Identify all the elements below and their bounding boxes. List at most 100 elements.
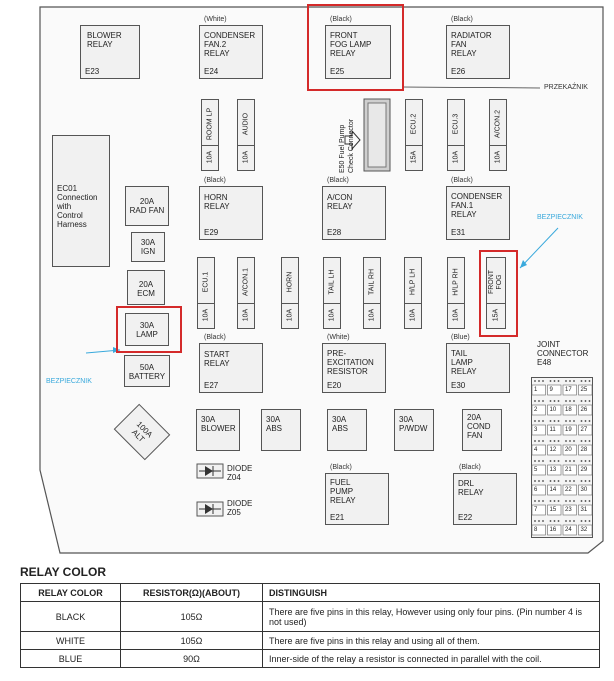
relay-e20-label: PRE- EXCITATION RESISTOR [327,349,374,376]
relay-e29-color: (Black) [204,177,226,184]
joint-pin-cell [547,404,562,416]
fuse-room-lp-name: ROOM LP [206,107,214,140]
joint-pin-cell [562,464,577,476]
relay-e22-code: E22 [458,513,473,522]
joint-pin-cell [531,424,546,436]
joint-connector-grid [531,377,593,538]
fuse-room-lp-amp: 10A [206,151,214,164]
bezpiecznik-right-pointer [519,227,559,269]
relay-e31: CONDENSER FAN.1 RELAY E31 [446,186,510,240]
joint-pin-cell [578,384,593,396]
joint-pin-dots [534,440,544,442]
joint-pin-cell [562,384,577,396]
joint-pin-number: 7 [534,507,538,513]
fuse-hlp-lh: H/LP LH 10A [404,257,422,329]
header-relay-color: RELAY COLOR [20,583,121,602]
relay-e28-code: E28 [327,228,342,237]
joint-pin-number: 27 [580,427,588,433]
joint-pin-dots [565,500,575,502]
fuse-ecu1-amp: 10A [202,309,210,322]
relay-e22-label: DRL RELAY [458,479,484,497]
joint-pin-dots [534,400,544,402]
joint-pin-dots [565,520,575,522]
joint-pin-number: 6 [534,487,538,493]
relay-e25-color: (Black) [330,16,352,23]
joint-pin-number: 26 [580,407,588,413]
joint-pin-number: 21 [565,467,572,473]
joint-pin-cell [531,484,546,496]
fuse-cond-fan-label: 20A COND FAN [467,413,491,440]
joint-pin-dots [549,440,560,442]
table-row: WHITE 105Ω There are five pins in this r… [20,631,600,650]
fuse-lamp-label: 30A LAMP [136,321,158,339]
fuse-battery-label: 50A BATTERY [128,363,166,381]
joint-pin-dots [549,380,560,382]
fuse-rad-fan: 20A RAD FAN [125,186,169,226]
row-resistor: 90Ω [120,649,263,668]
joint-pin-number: 19 [565,427,572,433]
joint-pin-number: 22 [565,487,572,493]
fuse-box-diagram: BLOWER RELAY E23 (White) CONDENSER FAN.2… [39,4,604,554]
relay-e20-code: E20 [327,381,342,390]
joint-pin-cell [531,464,546,476]
joint-pin-dots [580,440,591,442]
relay-e31-color: (Black) [451,177,473,184]
joint-pin-cell [578,524,593,536]
relay-e21-color: (Black) [330,464,352,471]
fuse-ecm: 20A ECM [127,270,165,305]
row-resistor: 105Ω [120,631,263,650]
row-color: BLUE [20,649,121,668]
relay-e26-label: RADIATOR FAN RELAY [451,31,492,58]
joint-pin-number: 10 [549,407,557,413]
fuse-hlp-rh-amp: 10A [452,309,460,322]
joint-pin-number: 14 [549,487,557,493]
fuse-ecu1-name: ECU.1 [202,271,210,293]
fuse-acon2-amp: 10A [494,151,502,164]
fuse-ecu3-amp: 10A [452,151,460,164]
diode-z04-icon [196,463,224,479]
relay-e30-code: E30 [451,381,466,390]
relay-e20: PRE- EXCITATION RESISTOR E20 [322,343,386,393]
table-header-row: RELAY COLOR RESISTOR(Ω)(ABOUT) DISTINGUI… [20,583,600,602]
joint-pin-cell [578,504,593,516]
joint-pin-dots [580,520,591,522]
relay-e27-code: E27 [204,381,219,390]
joint-pin-number: 18 [565,407,572,413]
relay-e30: TAIL LAMP RELAY E30 [446,343,510,393]
relay-e26-code: E26 [451,67,466,76]
joint-pin-cell [578,464,593,476]
joint-pin-dots [565,480,575,482]
relay-e24: CONDENSER FAN.2 RELAY E24 [199,25,263,79]
fuse-ecm-label: 20A ECM [137,280,155,298]
joint-pin-number: 17 [565,387,572,393]
joint-pin-number: 24 [565,527,572,533]
joint-pin-number: 4 [534,447,538,453]
relay-e28-color: (Black) [327,177,349,184]
joint-pin-cell [547,464,562,476]
header-resistor: RESISTOR(Ω)(ABOUT) [120,583,263,602]
joint-pin-cell [531,524,546,536]
annotation-bezpiecznik-right: BEZPIECZNIK [537,214,583,221]
fuse-blower-label: 30A BLOWER [201,415,236,433]
fuse-hlp-lh-name: H/LP LH [409,268,417,295]
relay-e21: FUEL PUMP RELAY E21 [325,473,389,525]
fuse-pwdw-label: 30A P/WDW [399,415,428,433]
fuse-front-fog: FRONT FOG 15A [486,257,506,329]
relay-e30-label: TAIL LAMP RELAY [451,349,477,376]
relay-e22: DRL RELAY E22 [453,473,517,525]
joint-pin-cell [547,384,562,396]
header-distinguish: DISTINGUISH [262,583,600,602]
annotation-bezpiecznik-left: BEZPIECZNIK [46,378,92,385]
fuse-audio-name: AUDIO [242,112,250,135]
highlight-front-fog-relay [307,4,404,91]
row-distinguish: Inner-side of the relay a resistor is co… [262,649,600,668]
relay-e28: A/CON RELAY E28 [322,186,386,240]
fuse-audio-amp: 10A [242,151,250,164]
joint-pin-dots [565,420,575,422]
ec01-connector: EC01 Connection with Control Harness [52,135,110,267]
joint-pin-dots [549,460,560,462]
joint-pin-dots [534,420,544,422]
fuse-acon2-name: A/CON.2 [494,109,502,138]
joint-pin-number: 8 [534,527,538,533]
fuse-rad-fan-label: 20A RAD FAN [129,197,165,215]
